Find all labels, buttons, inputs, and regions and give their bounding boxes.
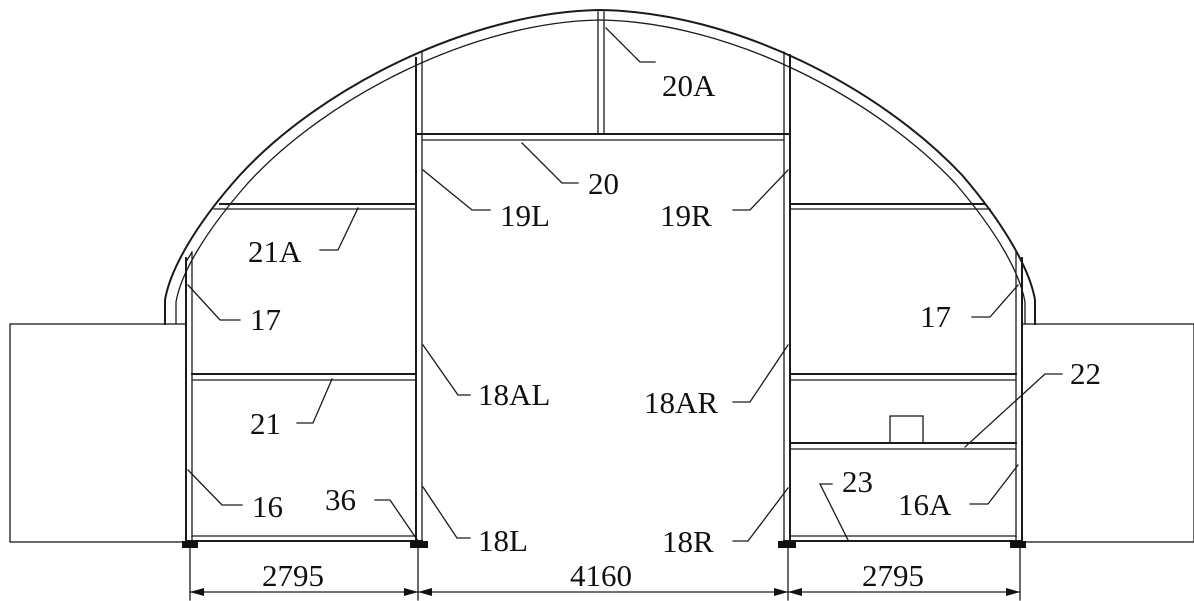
leader-18AR (732, 344, 789, 403)
label-16: 16 (252, 489, 283, 524)
dim-arrow-3r (788, 588, 802, 596)
left-post-17 (185, 251, 193, 263)
label-20: 20 (588, 166, 619, 201)
label-18AL: 18AL (478, 377, 550, 412)
label-17-right: 17 (920, 299, 951, 334)
left-side-block (9, 323, 187, 543)
leader-19L (422, 169, 491, 211)
leader-18L (422, 486, 471, 539)
dim-arrow-1r (190, 588, 204, 596)
dimension-left: 2795 (262, 558, 324, 593)
label-19R: 19R (660, 198, 712, 233)
leader-17R (971, 284, 1019, 318)
label-18L: 18L (478, 523, 528, 558)
leader-16A (969, 464, 1019, 505)
right-side-block (1021, 323, 1194, 543)
leader-19R (732, 169, 789, 211)
roof-arch-inner (175, 19, 1026, 325)
label-16A: 16A (898, 487, 952, 522)
label-23: 23 (842, 464, 873, 499)
label-17-left: 17 (250, 302, 281, 337)
leader-21 (296, 378, 333, 424)
dim-arrow-2l (404, 588, 418, 596)
foot-plate-right-door (778, 541, 796, 548)
foot-plate-left-door (410, 541, 428, 548)
leader-20A (605, 27, 656, 63)
leader-18AL (422, 344, 471, 396)
leader-16 (187, 469, 243, 506)
roof-arch-outer (164, 8, 1036, 325)
leader-18R (732, 487, 789, 542)
leader-20 (521, 142, 579, 184)
dim-arrow-3l (774, 588, 788, 596)
leader-21A (319, 207, 359, 251)
label-36: 36 (325, 482, 356, 517)
leader-22 (964, 373, 1063, 448)
foot-plate-left-end (182, 541, 198, 548)
label-18AR: 18AR (644, 385, 718, 420)
label-19L: 19L (500, 198, 550, 233)
label-18R: 18R (662, 524, 714, 559)
dimension-right: 2795 (862, 558, 924, 593)
label-21: 21 (250, 406, 281, 441)
leader-17L (187, 284, 241, 321)
label-21A: 21A (248, 234, 302, 269)
leader-36 (374, 499, 419, 542)
dimension-center: 4160 (570, 558, 632, 593)
shelf-box (889, 415, 924, 444)
foot-plate-right-end (1010, 541, 1026, 548)
label-22: 22 (1070, 356, 1101, 391)
leader-23 (818, 483, 849, 541)
label-20A: 20A (662, 68, 716, 103)
dim-arrow-2r (418, 588, 432, 596)
dim-arrow-4l (1006, 588, 1020, 596)
